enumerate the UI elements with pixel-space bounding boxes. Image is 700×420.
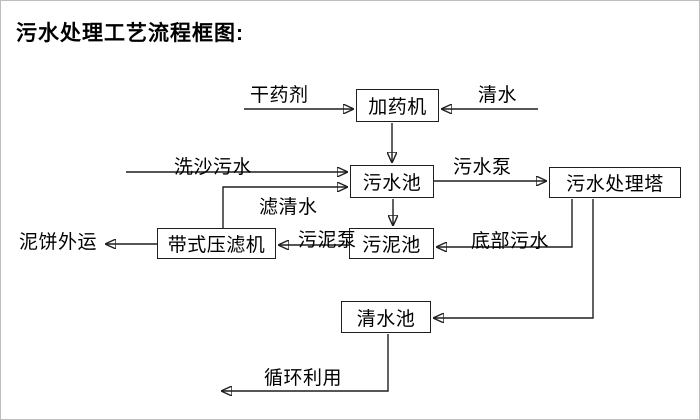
- node-sewage-pool: 污水池: [350, 165, 434, 198]
- node-belt-filter-press-label: 带式压滤机: [167, 235, 266, 256]
- node-clear-water-pool: 清水池: [341, 301, 431, 333]
- arrow-filtered-water-press-to-sewage-pool: [222, 187, 347, 228]
- arrow-bottom-sewage-tower-to-sludge-pool: [437, 199, 573, 247]
- node-sewage-pool-label: 污水池: [362, 173, 422, 194]
- node-sludge-pool-label: 污泥池: [362, 235, 421, 256]
- label-recycle-use: 循环利用: [264, 368, 343, 389]
- arrow-recycle-use-out: [222, 334, 389, 391]
- node-clear-water-pool-label: 清水池: [356, 308, 416, 330]
- label-clear-water: 清水: [478, 85, 518, 106]
- label-sand-wash-sewage: 洗沙污水: [174, 157, 253, 178]
- page-title: 污水处理工艺流程框图:: [16, 22, 244, 45]
- arrow-tower-to-clear-water-pool: [434, 199, 594, 318]
- node-dosing-machine: 加药机: [356, 89, 439, 122]
- node-treatment-tower: 污水处理塔: [549, 167, 681, 198]
- node-belt-filter-press: 带式压滤机: [157, 228, 276, 259]
- label-sludge-pump: 污泥泵: [298, 230, 357, 251]
- node-treatment-tower-label: 污水处理塔: [566, 174, 664, 195]
- label-mud-cake-out: 泥饼外运: [19, 232, 98, 253]
- label-filtered-water: 滤清水: [259, 197, 318, 218]
- label-dry-agent: 干药剂: [250, 85, 309, 106]
- node-dosing-machine-label: 加药机: [368, 97, 427, 118]
- node-sludge-pool: 污泥池: [349, 228, 434, 259]
- label-bottom-sewage: 底部污水: [471, 231, 550, 252]
- label-sewage-pump: 污水泵: [453, 157, 512, 178]
